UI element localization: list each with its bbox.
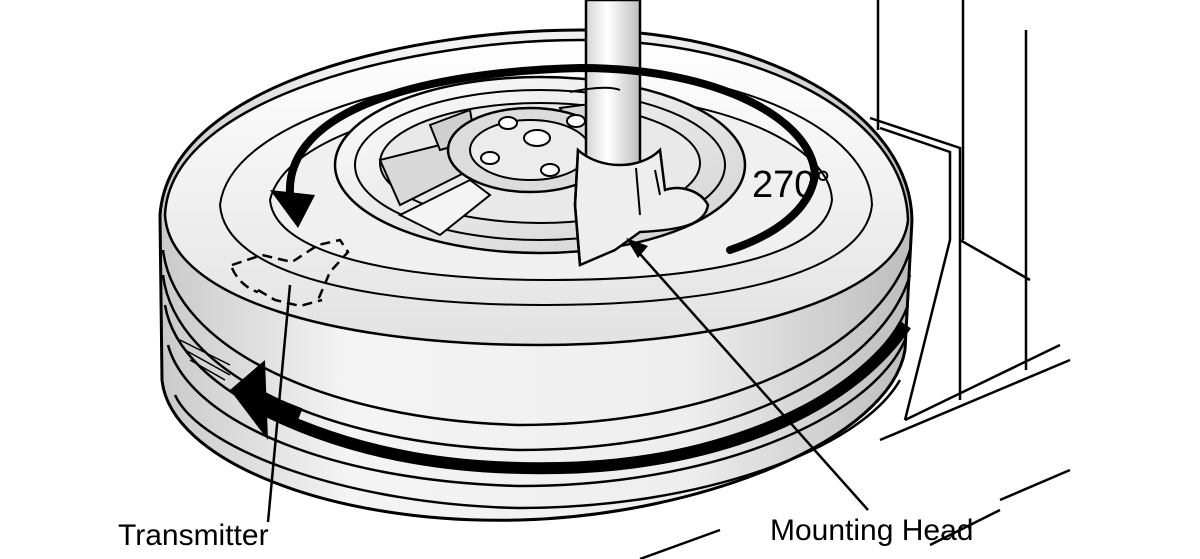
transmitter-label: Transmitter [118,519,269,552]
mounting-head-arrowhead [626,238,648,258]
mounting-head-leader-line [631,244,869,511]
mounting-head [569,0,710,267]
curved-arrow-icon [270,63,820,254]
transmitter-leader-line [266,284,292,523]
lug-hole [540,163,560,177]
lug-hole [480,151,500,165]
arrow-left-icon [230,360,303,440]
angle-label: 270° [752,164,831,206]
lug-hole [498,116,518,130]
lug-hole [566,114,586,128]
machine-frame [639,0,1071,559]
center-bore [523,129,551,147]
motion-lines [179,339,231,381]
mounting-head-label: Mounting Head [770,514,973,547]
